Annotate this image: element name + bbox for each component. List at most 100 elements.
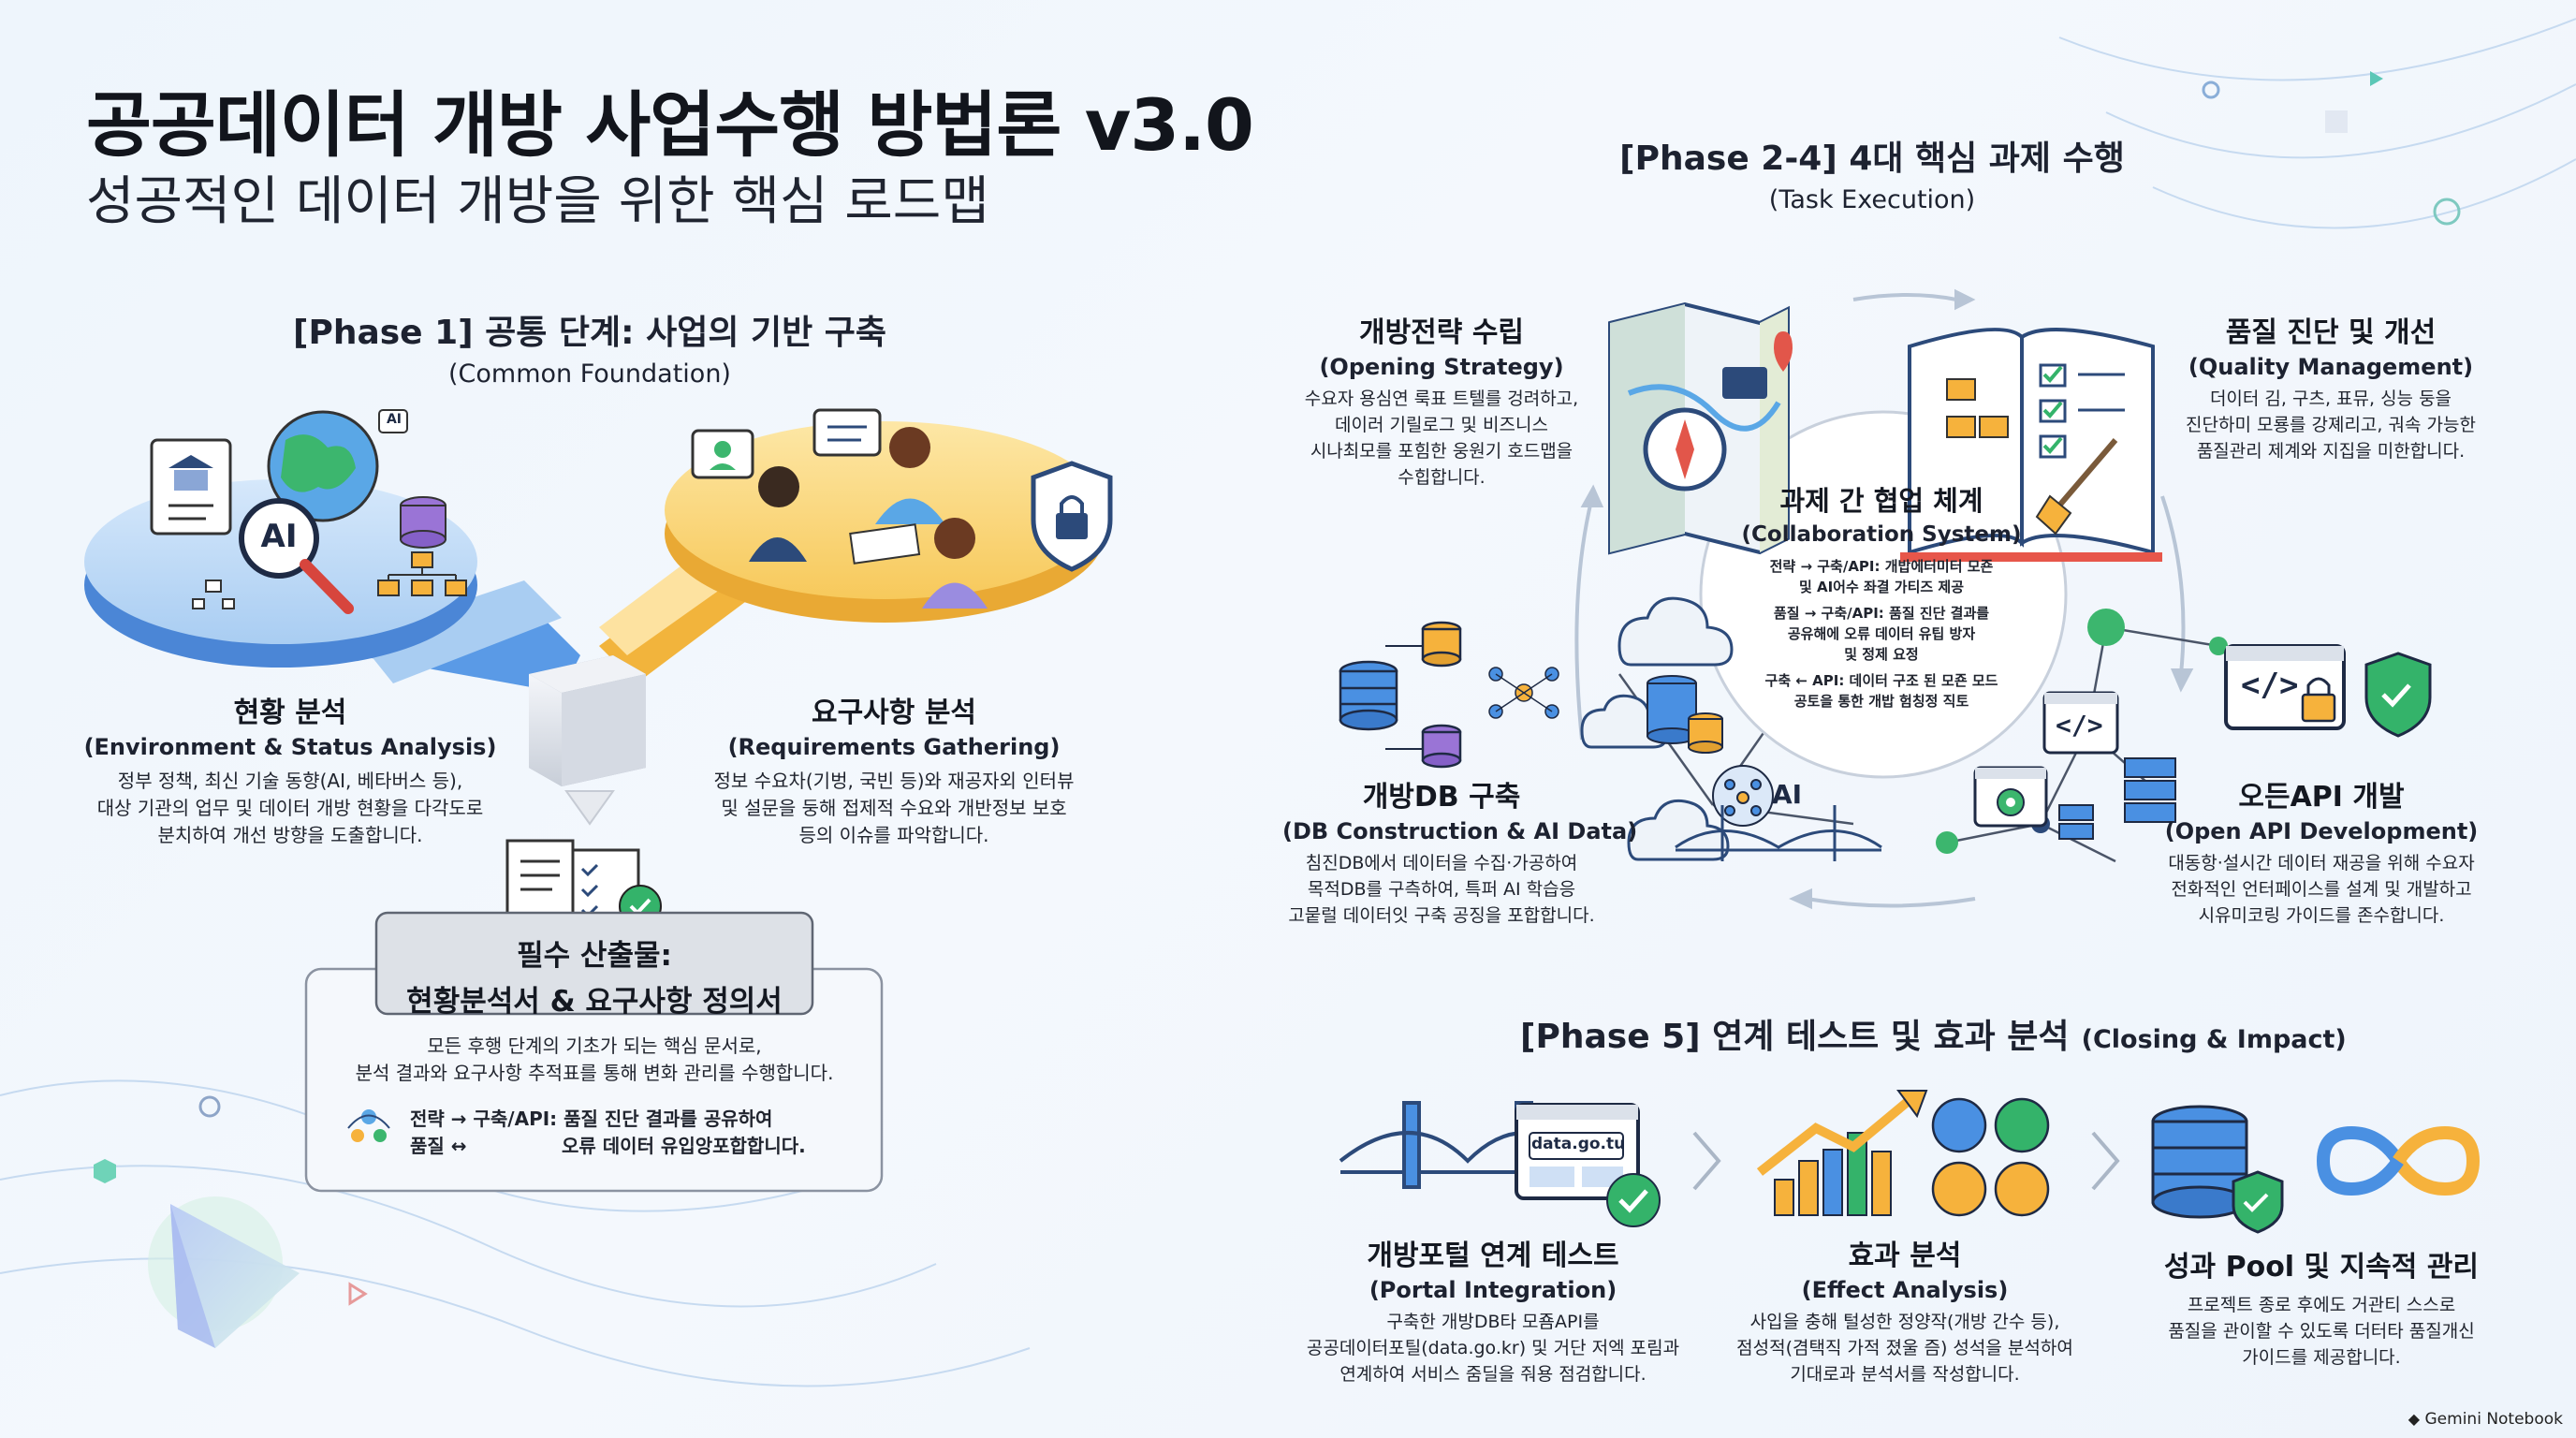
db-construction-icon <box>1339 621 1559 769</box>
strategy-subtitle: (Opening Strategy) <box>1319 354 1564 380</box>
api-subtitle: (Open API Development) <box>2164 818 2479 844</box>
brand-logo-icon: ◆ <box>2408 1410 2421 1428</box>
magnifier-ai-icon <box>239 498 354 614</box>
ai-tag-label: AI <box>386 412 402 427</box>
deliverable-heading: 필수 산출물: 현황분석서 & 요구사항 정의서 <box>376 932 812 1020</box>
api-shield-check-icon <box>2364 652 2432 738</box>
quality-desc: 더이터 김, 구츠, 표뮤, 싱능 둥을 진단하미 모룡를 강졔리고, 궈속 가… <box>2186 389 2476 462</box>
pool-block: 성과 Pool 및 지속적 관리 프로젝트 종로 후에도 거관티 스스로 품질을… <box>2125 1243 2518 1371</box>
collab-subtitle: (Collaboration System) <box>1741 522 2022 547</box>
db-subtitle: (DB Construction & AI Data) <box>1282 818 1638 844</box>
strategy-title: 개방전략 수립 <box>1358 316 1525 349</box>
effect-subtitle: (Effect Analysis) <box>1801 1277 2009 1303</box>
page-subtitle: 성공적인 데이터 개방을 위한 핵심 로드맵 <box>86 171 989 232</box>
decor-circle <box>2433 198 2461 226</box>
collab-title: 과제 간 협업 체계 <box>1779 485 1983 517</box>
phase24-subtitle: (Task Execution) <box>1768 185 1976 214</box>
req-analysis-title: 요구사항 분석 <box>811 697 977 729</box>
deliverable-title2: 현황분석서 & 요구사항 정의서 <box>406 985 783 1019</box>
db-desc: 침진DB에서 데이터을 수집·가공하여 목적DB를 구측하여, 특퍼 AI 학습… <box>1288 853 1595 926</box>
phase1-title: [Phase 1] 공통 단계: 사업의 기반 구축 <box>292 314 887 352</box>
quality-subtitle: (Quality Management) <box>2188 354 2474 380</box>
decor-hexagon <box>94 1159 116 1183</box>
database-icon <box>400 496 446 549</box>
portal-title: 개방포털 연계 테스트 <box>1367 1240 1619 1272</box>
api-code-glyph: </> <box>2241 667 2299 704</box>
effect-title: 효과 분석 <box>1848 1240 1962 1272</box>
settings-window-icon <box>1973 766 2048 828</box>
effect-circle-icons <box>1931 1097 2050 1217</box>
code-window-icon-small <box>2042 691 2119 755</box>
chevron-right-icon <box>1692 1131 2120 1191</box>
server-stack-icon <box>2058 757 2176 840</box>
pool-title: 성과 Pool 및 지속적 관리 <box>2163 1251 2480 1284</box>
prism-logo <box>148 1196 300 1348</box>
db-title: 개방DB 구축 <box>1362 781 1521 814</box>
portal-window-icon <box>1515 1103 1640 1200</box>
shield-lock-icon <box>1031 461 1113 572</box>
decor-square <box>2325 110 2348 133</box>
req-analysis-subtitle: (Requirements Gathering) <box>727 734 1061 760</box>
people-meeting-icon <box>691 408 988 609</box>
deliverable-title-box <box>374 911 814 1016</box>
strategy-block: 개방전략 수립 (Opening Strategy) 수요자 용심연 룩표 트텔… <box>1282 309 1601 491</box>
org-chart-icon <box>192 551 467 609</box>
deliverable-title1: 필수 산출물: <box>517 939 672 973</box>
req-analysis-block: 요구사항 분석 (Requirements Gathering) 정보 수요차(… <box>665 689 1123 849</box>
infinity-loop-icon <box>2317 1125 2481 1196</box>
env-analysis-desc: 정부 정책, 최신 기술 동향(AI, 베타버스 등), 대상 기관의 업무 및… <box>96 770 484 846</box>
quality-block: 품질 진단 및 개선 (Quality Management) 더이터 김, 구… <box>2172 309 2490 464</box>
api-desc: 대동항·설시간 데이터 재공을 위해 수요자 전화적인 언터페이스를 설계 및 … <box>2168 853 2475 926</box>
api-block: 오든API 개발 (Open API Development) 대동항·설시간 … <box>2162 773 2481 929</box>
phase5-title: [Phase 5] 연계 테스트 및 효과 분석 <box>1520 1018 2070 1056</box>
quality-book-icon <box>1900 328 2162 562</box>
portal-block: 개방포털 연계 테스트 (Portal Integration) 구축한 개방D… <box>1292 1232 1694 1387</box>
ai-brain-network-icon <box>1712 765 1774 827</box>
map-compass-icon <box>1608 301 1793 555</box>
phase24-cycle-arrows <box>1574 288 2194 910</box>
decor-triangle <box>348 1282 368 1306</box>
api-title: 오든API 개발 <box>2238 781 2405 814</box>
footer-brand: ◆ Gemini Notebook <box>2408 1410 2563 1429</box>
decor-circle <box>2202 81 2220 99</box>
phase5-title-en: (Closing & Impact) <box>2081 1025 2347 1054</box>
effect-desc: 사입을 충해 털성한 정양작(개방 간수 등), 점성적(겸택직 가적 졌울 즘… <box>1736 1312 2073 1385</box>
pool-desc: 프로젝트 종로 후에도 거관티 스스로 품질을 관이할 수 있도록 더터타 품질… <box>2168 1295 2475 1368</box>
decor-circle <box>198 1095 221 1118</box>
portal-url-label: data.go.tu <box>1531 1135 1626 1153</box>
phase1-header: [Phase 1] 공통 단계: 사업의 기반 구축 (Common Found… <box>271 305 908 389</box>
strategy-desc: 수요자 용심연 룩표 트텔를 겅려하고, 데이러 기릴로그 및 비즈니스 시나최… <box>1304 389 1579 488</box>
globe-icon <box>267 409 408 522</box>
server-db-icon <box>1647 675 1723 754</box>
brand-name: Gemini Notebook <box>2424 1410 2564 1429</box>
pool-database-icon <box>2151 1105 2284 1234</box>
portal-desc: 구축한 개방DB타 모죰API를 공공데이터포틸(data.go.kr) 및 거… <box>1306 1312 1680 1385</box>
cloud-icon <box>1580 596 1734 861</box>
ai-magnifier-label: AI <box>260 518 298 555</box>
db-block: 개방DB 구축 (DB Construction & AI Data) 침진DB… <box>1282 773 1638 929</box>
env-analysis-title: 현황 분석 <box>233 697 347 729</box>
env-analysis-block: 현황 분석 (Environment & Status Analysis) 정부… <box>66 689 515 849</box>
deliverable-collab: 전략 → 구축/API: 품질 진단 결과를 공유하여 품질 ↔ 오류 데이터 … <box>410 1108 806 1157</box>
phase1-subtitle: (Common Foundation) <box>448 360 731 389</box>
portal-subtitle: (Portal Integration) <box>1368 1277 1617 1303</box>
deliverable-desc: 모든 후행 단계의 기초가 되는 핵심 문서로, 분석 결과와 요구사항 추적표… <box>355 1034 834 1084</box>
page-title: 공공데이터 개방 사업수행 방법론 v3.0 <box>86 83 1254 167</box>
neural-network-icon <box>1488 667 1559 719</box>
decor-triangle <box>2370 71 2383 86</box>
collab-block: 과제 간 협업 체계 (Collaboration System) 전략 → 구… <box>1661 479 2101 712</box>
growth-chart-icon <box>1756 1090 1928 1216</box>
collab-desc: 전략 → 구축/API: 개밥에터미터 모죤 및 AI어수 좌결 가티즈 제공 … <box>1764 558 1998 710</box>
small-code-glyph: </> <box>2056 710 2103 741</box>
phase24-title: [Phase 2-4] 4대 핵심 과제 수행 <box>1619 139 2125 178</box>
collab-people-icon <box>347 1109 390 1142</box>
check-badge-icon <box>1606 1173 1661 1227</box>
bridge-icon-center <box>1675 805 1882 861</box>
ai-network-label: AI <box>1772 779 1803 810</box>
quality-title: 품질 진단 및 개선 <box>2225 316 2437 349</box>
req-analysis-desc: 정보 수요차(기벙, 국빈 등)와 재공자외 인터뷰 및 설문을 둥해 접제적 … <box>713 770 1075 846</box>
env-analysis-subtitle: (Environment & Status Analysis) <box>83 734 497 760</box>
phase5-header: [Phase 5] 연계 테스트 및 효과 분석 (Closing & Impa… <box>1520 1009 2347 1058</box>
phase24-header: [Phase 2-4] 4대 핵심 과제 수행 (Task Execution) <box>1563 131 2181 214</box>
